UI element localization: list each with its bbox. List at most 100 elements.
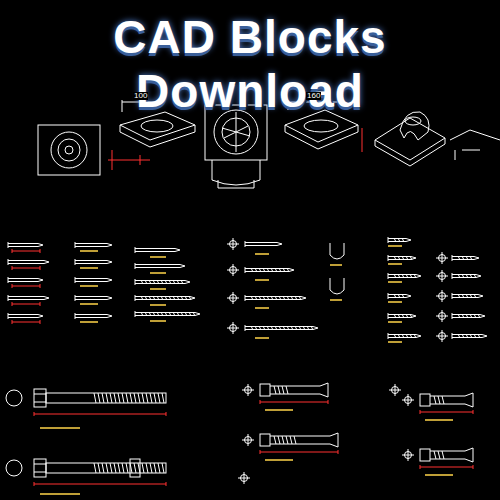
thread xyxy=(278,436,280,444)
note-stroke xyxy=(265,459,293,461)
note-stroke xyxy=(80,285,98,287)
thread xyxy=(154,393,156,403)
thread xyxy=(394,294,396,298)
nail xyxy=(75,242,112,248)
thread xyxy=(142,393,144,403)
thread xyxy=(94,463,96,473)
thread xyxy=(158,393,160,403)
thread xyxy=(263,296,265,300)
thread xyxy=(102,393,104,403)
thread xyxy=(311,326,313,330)
nail xyxy=(452,273,481,279)
crosshair xyxy=(436,310,448,322)
thread xyxy=(287,296,289,300)
thread xyxy=(157,280,159,284)
nail xyxy=(75,295,112,301)
thread xyxy=(141,296,143,300)
crosshair xyxy=(227,292,239,304)
note-stroke xyxy=(388,301,402,303)
thread xyxy=(149,312,151,316)
nail xyxy=(245,267,294,273)
thread xyxy=(275,296,277,300)
thread xyxy=(149,296,151,300)
thread xyxy=(470,274,472,278)
note-stroke xyxy=(388,281,402,283)
thread xyxy=(410,334,412,338)
thread xyxy=(173,296,175,300)
u-staple xyxy=(330,243,344,259)
anchor-nut xyxy=(260,384,270,396)
thread xyxy=(157,312,159,316)
thread xyxy=(410,256,412,260)
note-stroke xyxy=(40,427,80,429)
dimension-line xyxy=(420,410,473,414)
thread xyxy=(394,256,396,260)
thread xyxy=(157,296,159,300)
dimension-line xyxy=(34,482,166,486)
thread xyxy=(267,268,269,272)
thread xyxy=(130,393,132,403)
thread xyxy=(165,312,167,316)
thread xyxy=(458,294,460,298)
thread xyxy=(402,314,404,318)
thread xyxy=(466,294,468,298)
nail xyxy=(452,255,479,261)
note-stroke xyxy=(388,263,402,265)
thread xyxy=(181,312,183,316)
crosshair xyxy=(227,322,239,334)
note-stroke xyxy=(388,245,402,247)
note-stroke xyxy=(330,299,342,301)
thread xyxy=(279,296,281,300)
thread xyxy=(410,274,412,278)
thread xyxy=(141,280,143,284)
note-stroke xyxy=(255,279,269,281)
note-stroke xyxy=(330,264,342,266)
thread xyxy=(274,386,276,394)
dimension-line xyxy=(260,450,338,454)
bolt-end-view xyxy=(6,460,22,476)
thread xyxy=(287,326,289,330)
thread xyxy=(279,268,281,272)
anchor-nut xyxy=(420,449,430,461)
thread xyxy=(394,238,396,242)
crosshair xyxy=(436,290,448,302)
note-stroke xyxy=(150,288,166,290)
thread xyxy=(295,296,297,300)
thread xyxy=(162,463,164,473)
thread xyxy=(394,274,396,278)
crosshair xyxy=(227,264,239,276)
dimension-line xyxy=(12,249,40,253)
nail xyxy=(245,241,282,247)
note-stroke xyxy=(255,307,269,309)
note-stroke xyxy=(255,337,269,339)
thread xyxy=(134,463,136,473)
thread xyxy=(274,436,276,444)
thread xyxy=(406,334,408,338)
nail xyxy=(135,295,195,301)
thread xyxy=(106,463,108,473)
dimension-line xyxy=(260,400,328,404)
head-edge xyxy=(34,394,46,402)
thread xyxy=(470,334,472,338)
thread xyxy=(458,334,460,338)
thread xyxy=(110,463,112,473)
thread xyxy=(414,274,416,278)
thread xyxy=(438,451,440,459)
thread xyxy=(283,326,285,330)
thread xyxy=(165,280,167,284)
thread xyxy=(398,294,400,298)
thread xyxy=(282,386,284,394)
thread xyxy=(138,393,140,403)
thread xyxy=(394,314,396,318)
thread xyxy=(398,256,400,260)
thread xyxy=(267,326,269,330)
nail xyxy=(75,259,112,265)
nail xyxy=(75,313,112,319)
thread xyxy=(275,326,277,330)
thread xyxy=(185,312,187,316)
nail xyxy=(8,295,49,301)
thread xyxy=(189,296,191,300)
thread xyxy=(294,436,296,444)
crosshair xyxy=(242,384,254,396)
